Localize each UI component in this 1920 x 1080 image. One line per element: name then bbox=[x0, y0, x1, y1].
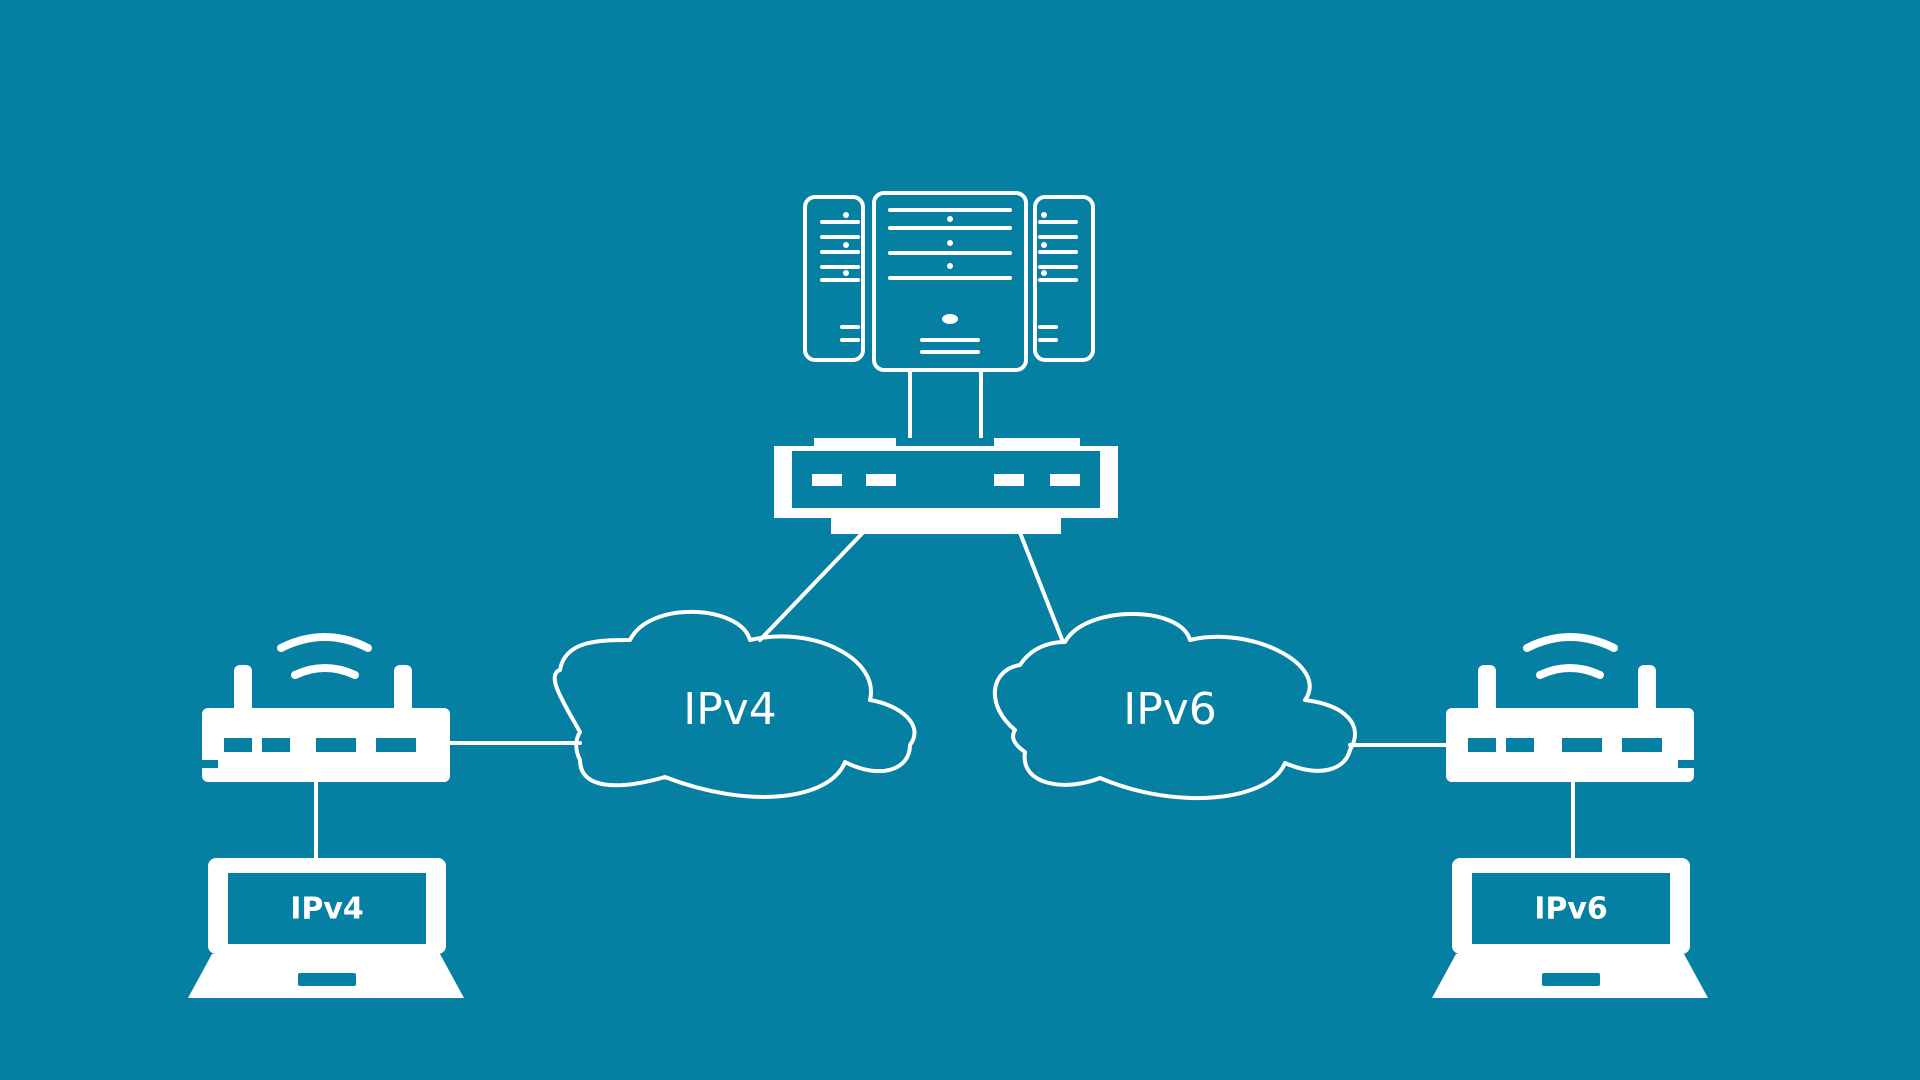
server-rack-indicators bbox=[843, 212, 1047, 324]
network-switch-icon bbox=[774, 438, 1118, 534]
laptop-left-screen-label: IPv4 bbox=[290, 892, 364, 927]
cloud-icon bbox=[552, 609, 917, 799]
laptop-icon bbox=[1432, 858, 1708, 998]
cloud-ipv6: IPv6 bbox=[992, 612, 1357, 801]
wifi-router-right bbox=[1446, 633, 1694, 782]
edge-switch-cloud-ipv4 bbox=[758, 518, 877, 642]
wifi-router-left bbox=[202, 633, 450, 782]
wifi-signal-icon bbox=[1523, 633, 1618, 679]
laptop-right-screen-label: IPv6 bbox=[1534, 892, 1608, 927]
connections bbox=[314, 370, 1575, 860]
edge-switch-cloud-ipv6 bbox=[1013, 518, 1065, 644]
cloud-ipv6-label: IPv6 bbox=[1123, 684, 1217, 735]
wifi-signal-icon bbox=[277, 633, 372, 679]
laptop-right: IPv6 bbox=[1432, 858, 1708, 998]
laptop-left: IPv4 bbox=[188, 858, 464, 998]
wifi-router-icon bbox=[1446, 665, 1694, 782]
cloud-ipv4-label: IPv4 bbox=[683, 684, 777, 735]
wifi-router-icon bbox=[202, 665, 450, 782]
cloud-ipv4: IPv4 bbox=[552, 609, 917, 799]
server-rack-icon bbox=[803, 191, 1095, 372]
cloud-icon bbox=[992, 612, 1357, 801]
laptop-icon bbox=[188, 858, 464, 998]
